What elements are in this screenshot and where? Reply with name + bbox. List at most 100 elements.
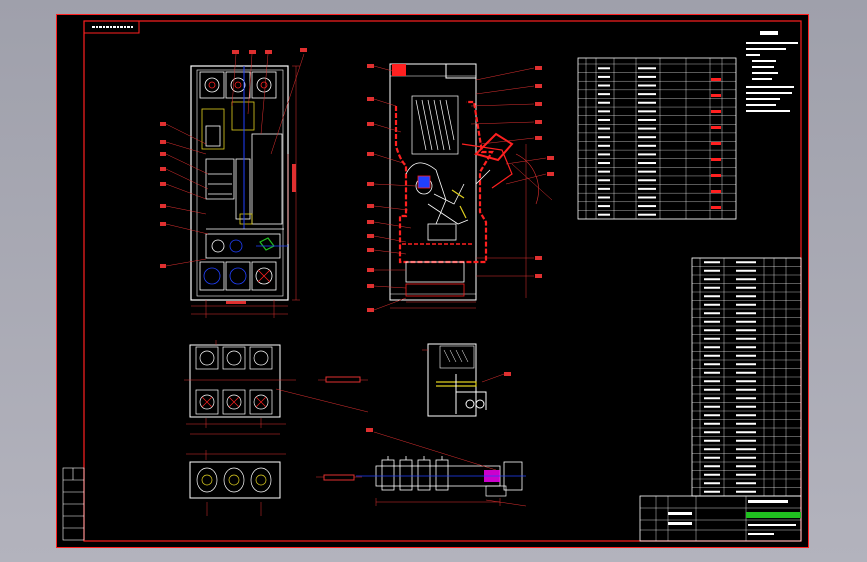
bom-table[interactable] xyxy=(691,257,802,497)
parts-table-cell xyxy=(638,170,656,173)
bom-table-cell xyxy=(704,371,720,374)
parts-table-cell xyxy=(598,170,610,173)
parts-table-cell xyxy=(598,213,610,216)
bom-table-cell xyxy=(736,295,756,298)
bom-table-cell xyxy=(736,482,756,485)
section-dimensions xyxy=(390,144,527,309)
bom-table-cell xyxy=(736,414,756,417)
arc-chute xyxy=(411,95,459,155)
front-dimensions xyxy=(191,65,300,318)
title-block-text xyxy=(668,500,796,535)
parts-table-cell xyxy=(598,84,610,87)
bom-table-cell xyxy=(736,363,756,366)
parts-table-cell xyxy=(638,101,656,104)
bom-table-cell xyxy=(704,397,720,400)
parts-table-cell xyxy=(638,67,656,70)
handle-view-dimensions xyxy=(373,431,527,507)
bom-table-cell xyxy=(736,473,756,476)
front-leaders-left xyxy=(165,123,209,267)
bom-table-cell xyxy=(736,388,756,391)
technical-requirements xyxy=(746,31,798,112)
parts-table-cell xyxy=(638,84,656,87)
parts-table-cell xyxy=(638,153,656,156)
section-leader-labels-right xyxy=(535,66,554,278)
bom-table-cell xyxy=(704,465,720,468)
top-view-label xyxy=(325,376,361,383)
bom-table-cell xyxy=(704,448,720,451)
bom-table-cell xyxy=(736,269,756,272)
bom-table-cell xyxy=(704,422,720,425)
bottom-view-terminals xyxy=(196,467,272,493)
bom-table-cell xyxy=(704,354,720,357)
top-view[interactable] xyxy=(184,340,369,435)
bom-table-cell xyxy=(736,320,756,323)
width-dim-text xyxy=(226,301,246,304)
parts-table-cell xyxy=(598,136,610,139)
bom-table-cell xyxy=(736,397,756,400)
parts-table-cell xyxy=(598,93,610,96)
front-leader-labels-left xyxy=(160,122,166,268)
bom-table-cell xyxy=(704,439,720,442)
outer-frame xyxy=(56,14,809,548)
front-view[interactable] xyxy=(160,48,307,318)
bottom-view-label xyxy=(323,474,355,481)
bottom-view[interactable] xyxy=(186,450,362,516)
parts-table-cell xyxy=(598,101,610,104)
cad-drawing xyxy=(56,14,809,548)
front-leader-labels-top xyxy=(232,48,307,54)
parts-table-cell xyxy=(638,213,656,216)
bom-table-cell xyxy=(736,456,756,459)
parts-table-cell xyxy=(598,153,610,156)
bom-table-cell xyxy=(704,346,720,349)
parts-table-cell xyxy=(598,179,610,182)
bom-table-cell xyxy=(704,286,720,289)
bom-table-cell xyxy=(704,473,720,476)
bom-table-cell xyxy=(736,337,756,340)
parts-table-cell xyxy=(638,144,656,147)
bom-table-cell xyxy=(704,456,720,459)
bom-table-cell xyxy=(736,431,756,434)
bom-table-cell xyxy=(704,482,720,485)
front-leaders-top xyxy=(231,53,305,155)
bom-table-cell xyxy=(736,371,756,374)
parts-table-cell xyxy=(638,110,656,113)
parts-table-cell xyxy=(638,136,656,139)
bom-table-cell xyxy=(704,320,720,323)
bom-table-cell xyxy=(704,414,720,417)
parts-table-cell xyxy=(598,144,610,147)
section-leaders-right xyxy=(470,67,547,277)
bom-table-cell xyxy=(704,261,720,264)
bom-table-cell xyxy=(704,278,720,281)
parts-table-rows xyxy=(578,63,736,220)
bom-table-cell xyxy=(704,431,720,434)
title-block[interactable] xyxy=(639,495,802,542)
bom-table-cell xyxy=(704,312,720,315)
title-block-grid xyxy=(640,496,801,541)
bom-table-cell xyxy=(704,329,720,332)
parts-table-cell xyxy=(598,67,610,70)
front-body-inner xyxy=(196,69,284,297)
cad-viewport[interactable] xyxy=(56,14,809,548)
bottom-view-dimensions xyxy=(186,450,286,516)
top-terminals xyxy=(199,71,277,99)
handle-view[interactable] xyxy=(356,428,527,507)
handle-section xyxy=(474,132,514,162)
parts-table-cell xyxy=(638,75,656,78)
bom-table-rows xyxy=(692,257,801,497)
section-leaders-left xyxy=(373,65,417,311)
bom-table-cell xyxy=(736,439,756,442)
section-view[interactable] xyxy=(367,63,554,312)
parts-table-cell xyxy=(598,196,610,199)
parts-table-cell xyxy=(598,205,610,208)
bom-table-cell xyxy=(736,465,756,468)
top-view-dimensions xyxy=(184,340,296,435)
section-mechanism xyxy=(402,162,491,297)
side-view[interactable] xyxy=(422,343,511,417)
bom-table-cell xyxy=(704,380,720,383)
bom-table-cell xyxy=(736,448,756,451)
parts-table-cell xyxy=(638,162,656,165)
bom-table-cell xyxy=(736,380,756,383)
parts-table[interactable] xyxy=(577,57,737,220)
parts-table-cell xyxy=(638,205,656,208)
front-mechanism xyxy=(201,66,288,259)
